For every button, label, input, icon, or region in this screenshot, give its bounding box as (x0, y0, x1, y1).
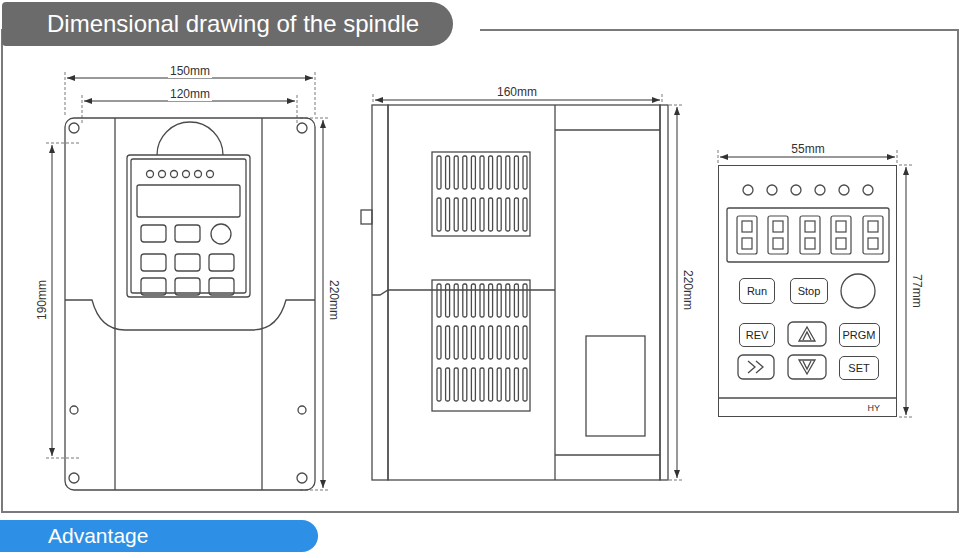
brand-mark: HY (867, 403, 880, 413)
dimension-label: 190mm (35, 278, 49, 322)
section-tab: Advantage (0, 520, 318, 552)
keypad-button: Stop (790, 278, 828, 304)
dimension-label: 220mm (327, 278, 341, 322)
button-label: REV (746, 329, 769, 341)
button-label: Run (747, 285, 767, 297)
dimension-label: 77mm (910, 272, 924, 309)
extension-lines (46, 72, 912, 490)
keypad-button: PRGM (839, 323, 880, 347)
keypad-panel: HY Run StopREV PRGM SET (718, 165, 897, 417)
frame (2, 30, 958, 512)
dimension-label: 55mm (789, 142, 826, 156)
keypad-button: Run (739, 278, 775, 304)
dimension-label: 160mm (495, 85, 539, 99)
button-label: PRGM (843, 329, 876, 341)
keypad-button: SET (839, 356, 879, 380)
front-view (65, 118, 315, 490)
button-label: SET (848, 362, 869, 374)
dimension-lines (52, 78, 906, 488)
title-text: Dimensional drawing of the spindle (47, 10, 419, 37)
keypad-detail (718, 185, 897, 398)
dimension-label: 220mm (681, 268, 695, 312)
title-tab: Dimensional drawing of the spindle (2, 2, 453, 46)
button-label: Stop (798, 285, 821, 297)
dimension-label: 120mm (168, 87, 212, 101)
section-heading: Advantage (48, 524, 148, 548)
side-view (361, 105, 668, 480)
keypad-button: REV (739, 323, 775, 347)
dimension-label: 150mm (168, 64, 212, 78)
